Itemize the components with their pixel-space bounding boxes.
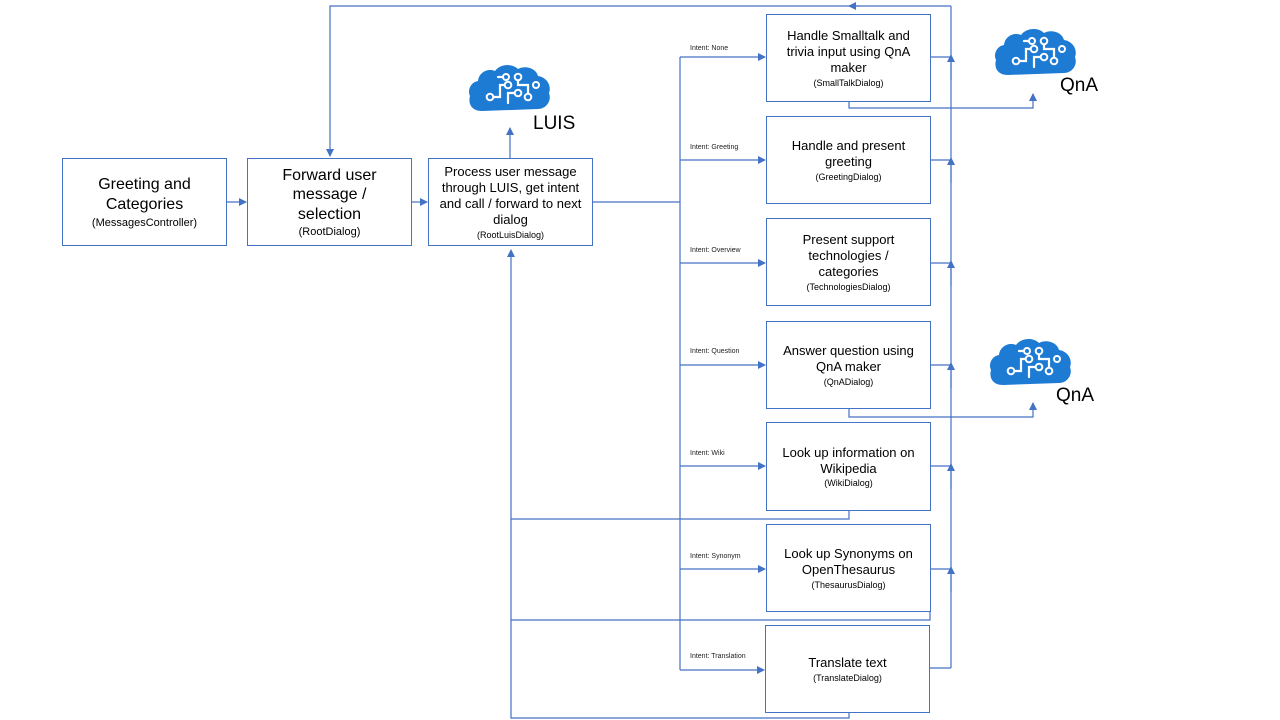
translate-dialog-box: Translate text (TranslateDialog) (765, 625, 930, 713)
technologies-dialog-box: Present support technologies / categorie… (766, 218, 931, 306)
box-title: Handle Smalltalk and trivia input using … (786, 28, 911, 75)
box-title: Translate text (808, 655, 887, 671)
box-subtitle: (MessagesController) (91, 216, 198, 229)
luis-label: LUIS (533, 113, 576, 134)
box-subtitle: (SmallTalkDialog) (813, 77, 884, 88)
box-title: Present support technologies / categorie… (802, 232, 895, 279)
root-dialog-box: Forward user message / selection (RootDi… (247, 158, 412, 246)
box-subtitle: (RootLuisDialog) (476, 229, 545, 240)
smalltalk-dialog-box: Handle Smalltalk and trivia input using … (766, 14, 931, 102)
qna-label: QnA (1056, 385, 1095, 406)
box-title: Answer question using QnA maker (783, 343, 914, 374)
intent-label-overview: Intent: Overview (690, 247, 741, 254)
intent-label-question: Intent: Question (690, 348, 740, 355)
box-subtitle: (RootDialog) (298, 226, 361, 239)
box-subtitle: (QnADialog) (823, 376, 874, 387)
box-title: Greeting and Categories (98, 176, 191, 213)
intent-label-wiki: Intent: Wiki (690, 450, 725, 457)
wiki-dialog-box: Look up information on Wikipedia (WikiDi… (766, 422, 931, 511)
brain-circuit-icon (468, 65, 550, 111)
brain-circuit-icon (994, 29, 1076, 75)
box-title: Forward user message / selection (282, 166, 377, 223)
box-title: Look up Synonyms on OpenThesaurus (784, 546, 913, 577)
intent-label-none: Intent: None (690, 45, 729, 52)
intent-label-translation: Intent: Translation (690, 653, 746, 660)
brain-circuit-icon (989, 339, 1071, 385)
intent-label-synonym: Intent: Synonym (690, 553, 741, 560)
greeting-dialog-box: Handle and present greeting (GreetingDia… (766, 116, 931, 204)
box-subtitle: (ThesaurusDialog) (811, 579, 886, 590)
box-title: Look up information on Wikipedia (782, 444, 915, 476)
intent-label-greeting: Intent: Greeting (690, 144, 739, 151)
qna-label: QnA (1060, 75, 1099, 96)
box-title: Process user message through LUIS, get i… (439, 164, 582, 227)
box-subtitle: (WikiDialog) (824, 478, 873, 489)
qna-dialog-box: Answer question using QnA maker (QnADial… (766, 321, 931, 409)
box-subtitle: (GreetingDialog) (815, 171, 882, 182)
box-subtitle: (TechnologiesDialog) (806, 281, 891, 292)
root-luis-dialog-box: Process user message through LUIS, get i… (428, 158, 593, 246)
thesaurus-dialog-box: Look up Synonyms on OpenThesaurus (Thesa… (766, 524, 931, 612)
greeting-categories-box: Greeting and Categories (MessagesControl… (62, 158, 227, 246)
box-title: Handle and present greeting (791, 138, 906, 169)
box-subtitle: (TranslateDialog) (813, 672, 882, 683)
